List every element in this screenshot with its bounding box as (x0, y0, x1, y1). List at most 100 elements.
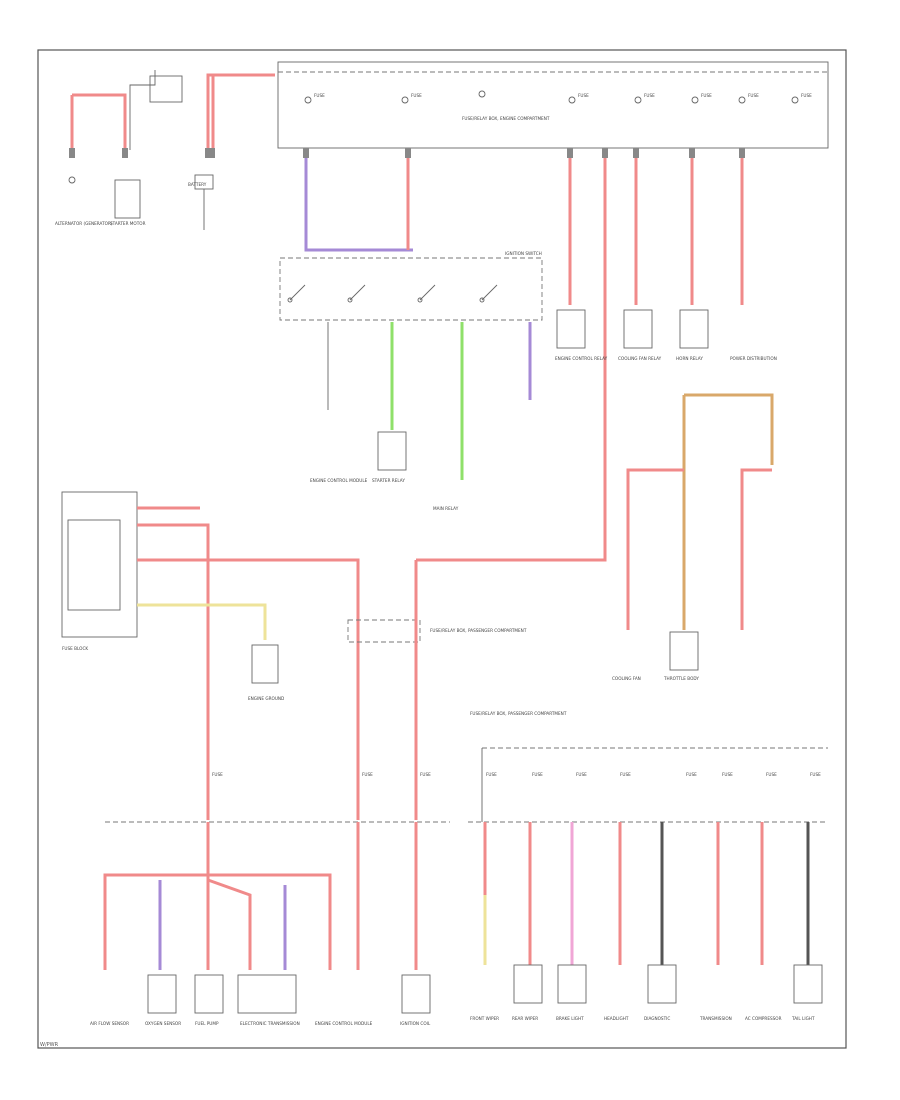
connector (205, 148, 215, 158)
connector (567, 148, 573, 158)
fuse-top-5: FUSE (691, 93, 712, 104)
starter-cut-relay (149, 75, 183, 103)
wire-starter-signal (129, 70, 156, 150)
relay-cooling-fan-label: COOLING FAN RELAY (618, 356, 662, 361)
engine-control-module-box (61, 491, 138, 638)
bottom-component-4 (237, 974, 297, 1014)
battery-label: BATTERY (188, 182, 207, 187)
throttle-body-label: THROTTLE BODY (663, 676, 699, 681)
fuse-block-right-label: FUSE/RELAY BOX, PASSENGER COMPARTMENT (430, 628, 527, 633)
fuse-bottom-5: FUSE (686, 772, 697, 777)
load-2-label: OXYGEN SENSOR (145, 1021, 181, 1026)
wire-fuse1-purple (304, 150, 413, 252)
load-7-label: FRONT WIPER (470, 1016, 499, 1021)
relay-engine-control-label: ENGINE CONTROL RELAY (555, 356, 608, 361)
fuse-top-6: FUSE (738, 93, 759, 104)
load-3-label: FUEL PUMP (195, 1021, 219, 1026)
connector (303, 148, 309, 158)
connector (739, 148, 745, 158)
svg-text:FUSE: FUSE (314, 93, 325, 98)
svg-text:FUSE: FUSE (644, 93, 655, 98)
wire-orange-top (684, 393, 774, 465)
fuse-top-3: FUSE (568, 93, 589, 104)
fuse-block-top-label: FUSE/RELAY BOX, ENGINE COMPARTMENT (462, 90, 550, 121)
wire-ecm-2 (137, 523, 210, 820)
wire-tb-red (740, 468, 772, 630)
fuse-bottom-8: FUSE (810, 772, 821, 777)
svg-text:FUSE/RELAY BOX, ENGINE COMPART: FUSE/RELAY BOX, ENGINE COMPARTMENT (462, 116, 550, 121)
relay-horn-label: HORN RELAY (676, 356, 703, 361)
fuse-top-1: FUSE (304, 93, 325, 104)
ignition-switch-contacts (287, 284, 498, 303)
load-6-label: IGNITION COIL (400, 1021, 431, 1026)
svg-text:FUSE: FUSE (411, 93, 422, 98)
starter-motor-label: STARTER MOTOR (110, 221, 146, 226)
fuse-bottom-4: FUSE (620, 772, 631, 777)
fuse-bottom-1: FUSE (486, 772, 497, 777)
relay-horn (679, 309, 709, 349)
load-9-label: BRAKE LIGHT (556, 1016, 584, 1021)
svg-text:FUSE: FUSE (748, 93, 759, 98)
main-relay-label: MAIN RELAY (433, 506, 459, 511)
fuse-block-bottom-right-label: FUSE/RELAY BOX, PASSENGER COMPARTMENT (470, 711, 567, 716)
bottom-component-2 (147, 974, 177, 1014)
starter-relay (377, 431, 407, 471)
fuse-top-4: FUSE (634, 93, 655, 104)
ecm-label: ENGINE CONTROL MODULE (310, 478, 368, 483)
br-component-8 (793, 964, 823, 1004)
fuse-mid-2: FUSE (362, 772, 373, 777)
load-8-label: REAR WIPER (512, 1016, 538, 1021)
starter-motor (114, 179, 141, 219)
power-distribution-label: POWER DISTRIBUTION (730, 356, 777, 361)
mid-fuse-block (347, 619, 421, 643)
load-5-label: ENGINE CONTROL MODULE (315, 1021, 373, 1026)
load-14-label: TAIL LIGHT (791, 1016, 815, 1021)
fuse-bottom-2: FUSE (532, 772, 543, 777)
fuse-bottom-6: FUSE (722, 772, 733, 777)
ecm-inner (67, 519, 121, 611)
fuse-bottom-3: FUSE (576, 772, 587, 777)
bottom-component-3 (194, 974, 224, 1014)
fuse-bottom-7: FUSE (766, 772, 777, 777)
starter-relay-label: STARTER RELAY (372, 478, 405, 483)
fuse-mid-3: FUSE (420, 772, 431, 777)
throttle-body (669, 631, 699, 671)
wire-ecm-yellow (137, 603, 267, 640)
diagram-footer: W/PWR (40, 1042, 59, 1048)
load-1-label: AIR FLOW SENSOR (90, 1021, 129, 1026)
load-10-label: HEADLIGHT (604, 1016, 629, 1021)
fuse-box-top (277, 61, 829, 149)
diagram-border (37, 49, 847, 1049)
wire-cooling-fan-red (626, 468, 684, 630)
svg-text:FUSE: FUSE (701, 93, 712, 98)
connector (689, 148, 695, 158)
fuse-top-2: FUSE (401, 93, 422, 104)
fuse-block-left-label: FUSE BLOCK (62, 646, 88, 651)
fuse-top-7: FUSE (791, 93, 812, 104)
load-4-label: ELECTRONIC TRANSMISSION (240, 1021, 300, 1026)
relay-cooling-fan (623, 309, 653, 349)
connector (122, 148, 128, 158)
connector (602, 148, 608, 158)
alternator-terminal (68, 176, 76, 184)
connector (633, 148, 639, 158)
svg-text:FUSE: FUSE (801, 93, 812, 98)
alternator-label: ALTERNATOR (GENERATOR) (55, 221, 113, 226)
ignition-switch-block (279, 257, 543, 321)
br-component-5 (647, 964, 677, 1004)
engine-ground-label: ENGINE GROUND (248, 696, 284, 701)
connector (405, 148, 411, 158)
br-component-3 (557, 964, 587, 1004)
svg-text:FUSE: FUSE (578, 93, 589, 98)
bottom-component-6 (401, 974, 431, 1014)
load-12-label: TRANSMISSION (699, 1016, 732, 1021)
relay-engine-control (556, 309, 586, 349)
wire-battery-main (206, 73, 275, 150)
ignition-switch-label: IGNITION SWITCH (505, 251, 542, 256)
connector (69, 148, 75, 158)
wire-bottom-branch-a (103, 873, 332, 970)
wire-bottom-red-3 (207, 878, 252, 970)
fuse-mid-1: FUSE (212, 772, 223, 777)
load-13-label: AC COMPRESSOR (745, 1016, 782, 1021)
